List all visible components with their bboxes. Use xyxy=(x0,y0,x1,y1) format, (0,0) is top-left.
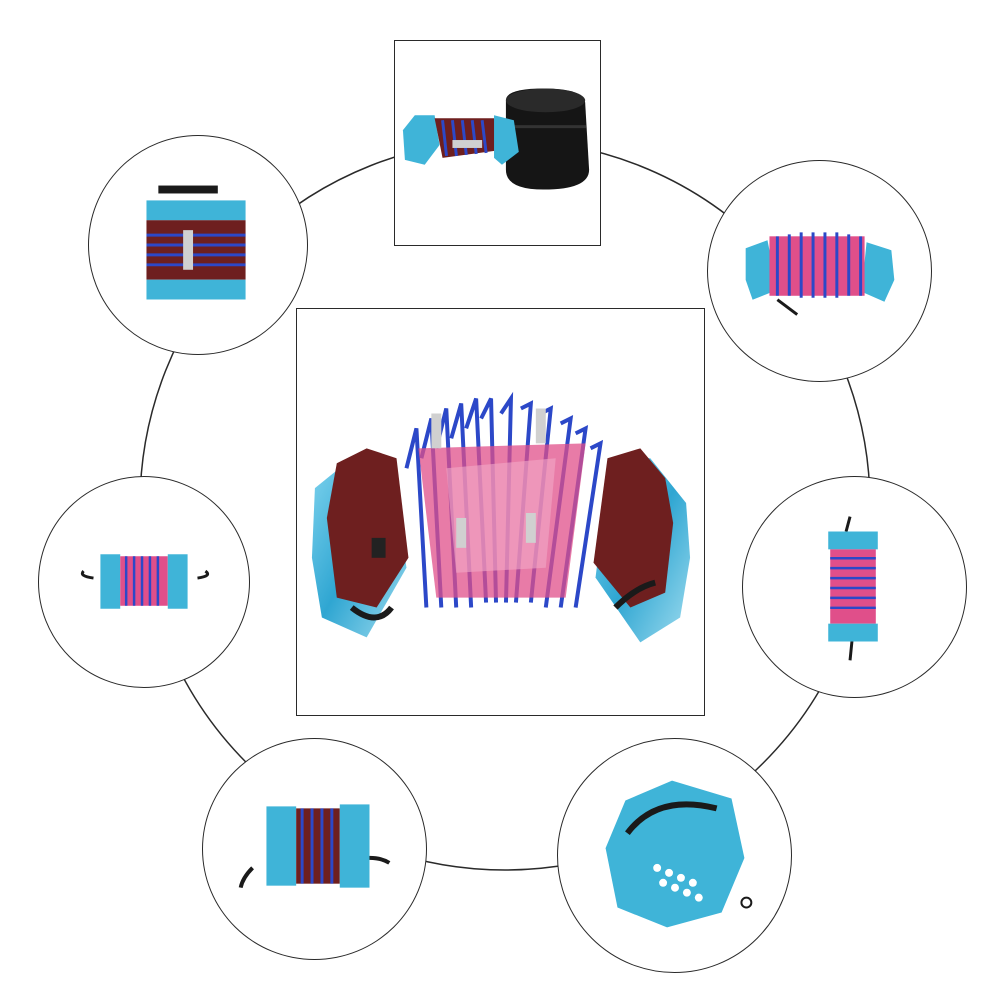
main-product-photo xyxy=(296,308,705,716)
view-middle-right-photo xyxy=(742,476,967,698)
concertina-expanded-front xyxy=(311,391,691,643)
concertina-angled-closed xyxy=(238,804,391,889)
concertina-horizontal-closed xyxy=(80,554,210,609)
view-bottom-right-photo xyxy=(557,738,792,973)
view-bottom-left-photo xyxy=(202,738,427,960)
with-carry-bag-photo xyxy=(394,40,601,246)
concertina-bellows-top xyxy=(745,232,895,316)
view-middle-left-photo xyxy=(38,476,250,688)
concertina-and-bag xyxy=(402,88,590,190)
concertina-end-buttons xyxy=(605,780,753,928)
view-top-left-photo xyxy=(88,135,308,355)
concertina-side-closed xyxy=(146,185,246,300)
concertina-vertical-closed xyxy=(828,516,878,661)
view-top-right-photo xyxy=(707,160,932,382)
